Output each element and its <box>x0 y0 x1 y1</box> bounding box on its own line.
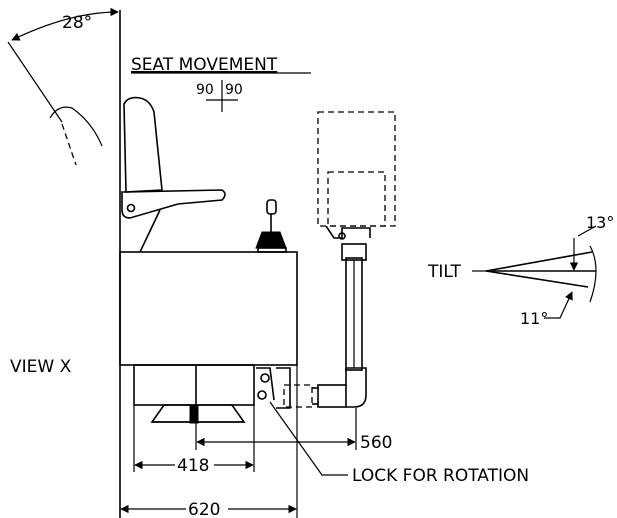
lock-bracket <box>256 367 275 401</box>
display-unit-inner <box>327 171 386 227</box>
tilt-label: TILT <box>427 262 462 282</box>
tilt-down-line <box>485 270 589 288</box>
base-upper <box>133 364 255 406</box>
dim-560-label: 560 <box>360 433 392 453</box>
lock-bolt-1 <box>260 373 270 383</box>
tilt-up-line <box>485 251 593 272</box>
movement-left-value: 90 <box>196 82 214 98</box>
console-box <box>119 251 298 366</box>
tilt-up-label: 13° <box>586 213 614 232</box>
tilt-up-leader <box>577 225 597 237</box>
recline-angle-label: 28° <box>62 13 92 33</box>
display-mount-bolt <box>338 232 346 240</box>
dim-418-label: 418 <box>177 456 209 476</box>
base-center-post <box>189 404 199 424</box>
recline-limit-dashed <box>61 123 77 166</box>
seat-back <box>123 96 163 193</box>
seat-support-arm <box>139 209 161 253</box>
tilt-down-label: 11° <box>520 309 548 328</box>
lock-label: LOCK FOR ROTATION <box>352 466 529 486</box>
dim-620-label: 620 <box>188 500 220 518</box>
joystick-grip <box>266 199 277 215</box>
arm-elbow <box>345 367 367 408</box>
display-mount <box>325 225 371 239</box>
joystick-boot <box>255 231 287 249</box>
movement-right-value: 90 <box>225 82 243 98</box>
seat-pivot-bolt <box>126 203 136 213</box>
recline-arc <box>11 7 119 41</box>
arm-vertical-tube <box>345 257 363 371</box>
seat-movement-label: SEAT MOVEMENT <box>131 55 278 75</box>
display-unit-outer <box>317 111 396 227</box>
lock-leader <box>269 401 348 476</box>
lock-bolt-2 <box>257 390 267 400</box>
tilt-down-leader <box>544 291 573 319</box>
arm-horizontal-tube <box>276 367 291 409</box>
tilt-arc <box>589 245 597 303</box>
view-label: VIEW X <box>10 357 72 377</box>
seat-cushion <box>121 189 226 219</box>
arm-joint-2 <box>317 384 347 408</box>
reclined-seatback-outline <box>49 106 103 147</box>
recline-limit-line <box>7 41 63 123</box>
arm-joint-1 <box>283 384 313 408</box>
